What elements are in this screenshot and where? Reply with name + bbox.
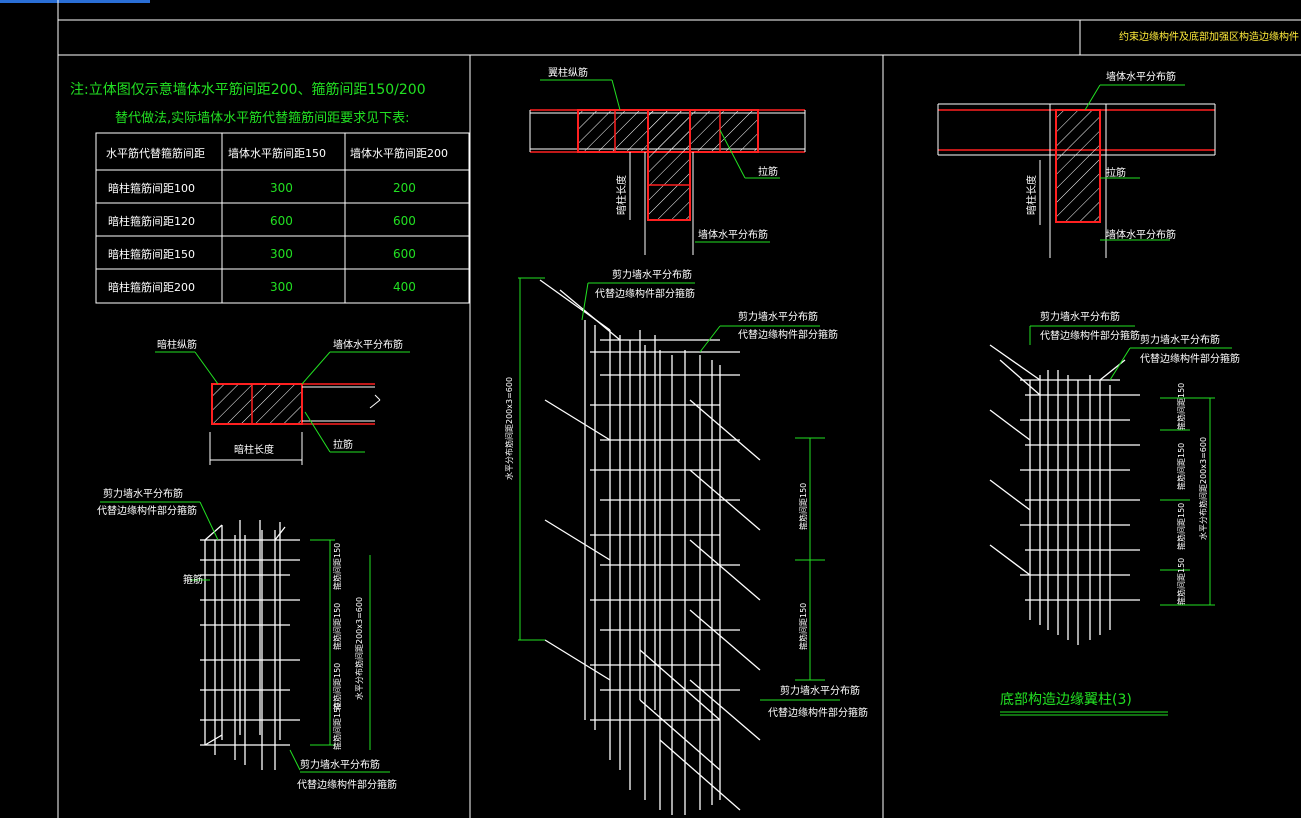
label-shear-wall-rebar-bottom: 剪力墙水平分布筋 [300, 758, 380, 771]
label-shear-wall-rebar: 剪力墙水平分布筋 [1140, 333, 1220, 346]
viewport-tab [0, 0, 150, 3]
label-spacing: 箍筋间距150 [332, 663, 342, 710]
table-cell: 300 [270, 280, 293, 294]
table-cell: 600 [393, 247, 416, 261]
label-spacing: 箍筋间距150 [798, 603, 808, 650]
table-cell: 暗柱箍筋间距120 [108, 214, 195, 228]
table-header-2: 墙体水平筋间距150 [228, 146, 326, 160]
table-cell: 300 [270, 181, 293, 195]
label-spacing: 箍筋间距150 [1176, 503, 1186, 550]
table-cell: 600 [270, 214, 293, 228]
table-cell: 600 [393, 214, 416, 228]
table-header-3: 墙体水平筋间距200 [350, 146, 448, 160]
label-length: 暗柱长度 [615, 175, 628, 215]
table-cell: 400 [393, 280, 416, 294]
note-line-1: 注:立体图仅示意墙体水平筋间距200、箍筋间距150/200 [70, 81, 426, 98]
table-cell: 暗柱箍筋间距150 [108, 247, 195, 261]
label-length: 暗柱长度 [234, 443, 274, 456]
table-cell: 200 [393, 181, 416, 195]
label-replace-stirrup-bottom: 代替边缘构件部分箍筋 [297, 778, 397, 791]
left-cage-leaders [100, 501, 390, 773]
label-spacing: 箍筋间距150 [798, 483, 808, 530]
label-spacing: 箍筋间距150 [1176, 558, 1186, 605]
spacing-table: 水平筋代替箍筋间距 墙体水平筋间距150 墙体水平筋间距200 暗柱箍筋间距10… [95, 132, 470, 304]
label-wall-rebar: 墙体水平分布筋 [698, 228, 768, 241]
label-shear-wall-rebar: 剪力墙水平分布筋 [103, 487, 183, 500]
label-spacing: 箍筋间距150 [332, 603, 342, 650]
table-header-1: 水平筋代替箍筋间距 [106, 146, 205, 160]
label-shear-wall-rebar-bottom: 剪力墙水平分布筋 [780, 684, 860, 697]
label-replace-stirrup: 代替边缘构件部分箍筋 [595, 287, 695, 300]
label-replace-stirrup: 代替边缘构件部分箍筋 [97, 504, 197, 517]
label-length: 暗柱长度 [1025, 175, 1038, 215]
label-wing-rebar: 翼柱纵筋 [548, 66, 588, 79]
sheet-title: 约束边缘构件及底部加强区构造边缘构件 [1119, 32, 1299, 43]
mid-cage-leaders [518, 277, 840, 701]
mid-section-detail [529, 79, 806, 255]
label-total-spacing: 水平分布筋间距200x3=600 [354, 597, 364, 700]
label-shear-wall-rebar: 剪力墙水平分布筋 [738, 310, 818, 323]
label-wall-rebar: 墙体水平分布筋 [1106, 70, 1176, 83]
right-cage-leaders [1000, 325, 1232, 716]
table-cell: 暗柱箍筋间距100 [108, 181, 195, 195]
label-replace-stirrup: 代替边缘构件部分箍筋 [1040, 329, 1140, 342]
label-total-spacing: 水平分布筋间距200x3=600 [1198, 437, 1208, 540]
right-section-detail [937, 84, 1216, 258]
label-spacing: 箍筋间距150 [332, 703, 342, 750]
label-column-rebar: 暗柱纵筋 [157, 338, 197, 351]
label-stirrup: 箍筋 [183, 573, 203, 586]
label-wall-rebar: 墙体水平分布筋 [333, 338, 403, 351]
label-spacing: 箍筋间距150 [1176, 443, 1186, 490]
label-replace-stirrup: 代替边缘构件部分箍筋 [738, 328, 838, 341]
label-spacing: 箍筋间距150 [332, 543, 342, 590]
detail-caption: 底部构造边缘翼柱(3) [1000, 692, 1132, 708]
label-tie: 拉筋 [1106, 166, 1126, 179]
mid-rebar-cage[interactable] [539, 279, 761, 815]
label-replace-stirrup-bottom: 代替边缘构件部分箍筋 [768, 706, 868, 719]
label-replace-stirrup: 代替边缘构件部分箍筋 [1140, 352, 1240, 365]
label-tie: 拉筋 [758, 165, 778, 178]
table-cell: 暗柱箍筋间距200 [108, 280, 195, 294]
right-rebar-cage[interactable] [989, 344, 1140, 645]
left-section-detail [155, 351, 410, 465]
label-tie: 拉筋 [333, 438, 353, 451]
label-shear-wall-rebar: 剪力墙水平分布筋 [1040, 310, 1120, 323]
note-line-2: 替代做法,实际墙体水平筋代替箍筋间距要求见下表: [115, 110, 410, 126]
table-cell: 300 [270, 247, 293, 261]
label-shear-wall-rebar: 剪力墙水平分布筋 [612, 268, 692, 281]
label-wall-rebar: 墙体水平分布筋 [1106, 228, 1176, 241]
label-spacing: 箍筋间距150 [1176, 383, 1186, 430]
left-rebar-cage [200, 520, 300, 770]
label-total-spacing: 水平分布筋间距200x3=600 [504, 377, 514, 480]
drawing-frame [57, 0, 1301, 818]
